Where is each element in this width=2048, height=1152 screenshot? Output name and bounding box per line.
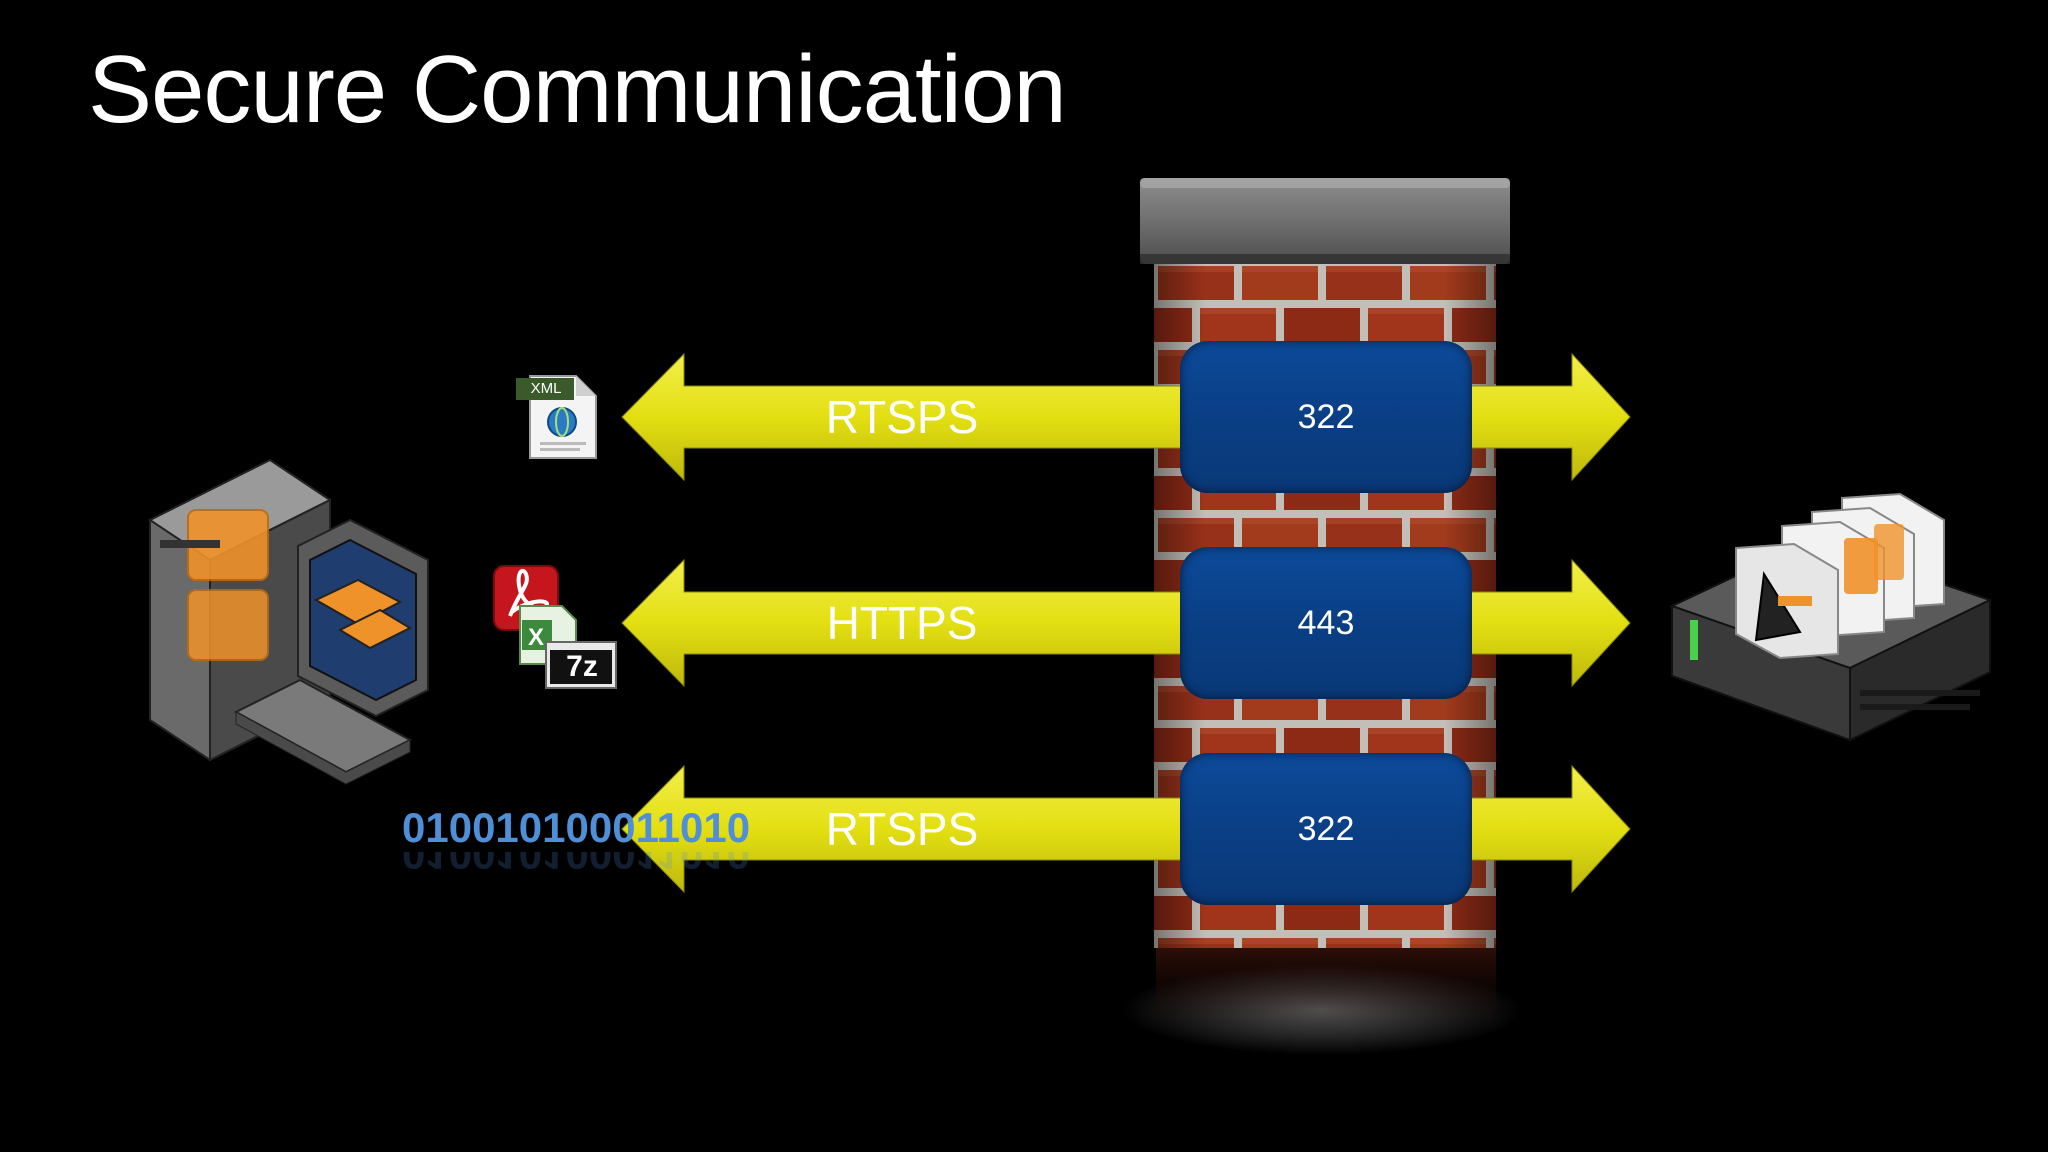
protocol-label: RTSPS — [825, 391, 979, 443]
svg-text:X: X — [528, 624, 544, 651]
double-arrow-2 — [621, 558, 1631, 688]
port-box: 322 — [1180, 753, 1472, 905]
7z-archive-icon — [545, 641, 617, 689]
slide-title: Secure Communication — [88, 36, 1067, 143]
binary-stream: 010010100011010 — [402, 804, 751, 851]
protocol-label: HTTPS — [826, 597, 978, 649]
port-box: 322 — [1180, 341, 1472, 493]
protocol-label: RTSPS — [825, 803, 979, 855]
7z-archive-label: 7z — [566, 650, 598, 683]
port-number: 322 — [1297, 809, 1355, 848]
port-number: 322 — [1297, 397, 1355, 436]
port-number: 443 — [1297, 603, 1355, 642]
double-arrow-1 — [621, 352, 1631, 482]
xml-file-label: XML — [530, 380, 562, 397]
port-box: 443 — [1180, 547, 1472, 699]
double-arrow-3 — [621, 764, 1631, 894]
